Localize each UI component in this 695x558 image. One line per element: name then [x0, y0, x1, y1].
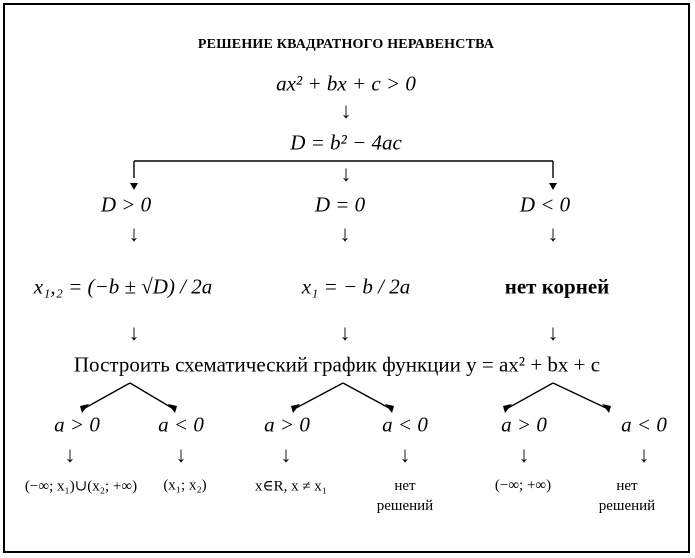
down-arrow-icon: ↓ [339, 320, 351, 345]
down-arrow-icon: ↓ [547, 221, 559, 246]
diagram-title: РЕШЕНИЕ КВАДРАТНОГО НЕРАВЕНСТВА [197, 37, 495, 52]
case-sign-5: a > 0 [501, 412, 547, 437]
case-sign-1: a > 0 [54, 412, 100, 437]
condition-d-negative: D < 0 [519, 192, 571, 217]
plot-step-text: Построить схематический график функции y… [73, 352, 601, 377]
down-arrow-icon: ↓ [518, 442, 530, 467]
no-roots-label: нет корней [504, 274, 610, 299]
roots-one-formula: x₁ = − b / 2a [301, 274, 411, 299]
case-sign-6: a < 0 [621, 412, 667, 437]
inequality-formula: ax² + bx + c > 0 [276, 71, 416, 96]
down-arrow-icon: ↓ [128, 221, 140, 246]
fork-2-right [342, 382, 390, 409]
down-arrow-icon: ↓ [280, 442, 292, 467]
case-sign-3: a > 0 [264, 412, 310, 437]
answer-4: нет решений [376, 478, 434, 514]
condition-d-positive: D > 0 [100, 192, 152, 217]
down-arrow-icon: ↓ [638, 442, 650, 467]
answer-3: x∈R, x ≠ x₁ [254, 478, 328, 495]
answer-6: нет решений [598, 478, 656, 514]
case-sign-4: a < 0 [382, 412, 428, 437]
down-arrow-icon: ↓ [547, 320, 559, 345]
down-arrow-icon: ↓ [339, 221, 351, 246]
answer-2: (x₁; x₂) [163, 477, 207, 494]
fork-3-left [507, 382, 554, 409]
fork-3-right [552, 382, 607, 409]
condition-d-zero: D = 0 [314, 192, 366, 217]
down-arrow-icon: ↓ [399, 442, 411, 467]
fork-1-left [84, 382, 131, 409]
discriminant-formula: D = b² − 4ac [290, 130, 402, 155]
fork-1-right [129, 382, 173, 409]
down-arrow-icon: ↓ [340, 98, 352, 123]
roots-two-formula: x₁,₂ = (−b ± √D) / 2a [33, 274, 213, 299]
down-arrow-icon: ↓ [128, 320, 140, 345]
answer-5: (−∞; +∞) [494, 477, 552, 494]
down-arrow-icon: ↓ [340, 161, 352, 186]
answer-1: (−∞; x₁)∪(x₂; +∞) [24, 478, 138, 495]
down-arrow-icon: ↓ [64, 442, 76, 467]
down-arrow-icon: ↓ [175, 442, 187, 467]
case-sign-2: a < 0 [158, 412, 204, 437]
diagram-frame [3, 3, 690, 553]
fork-2-left [295, 382, 344, 409]
